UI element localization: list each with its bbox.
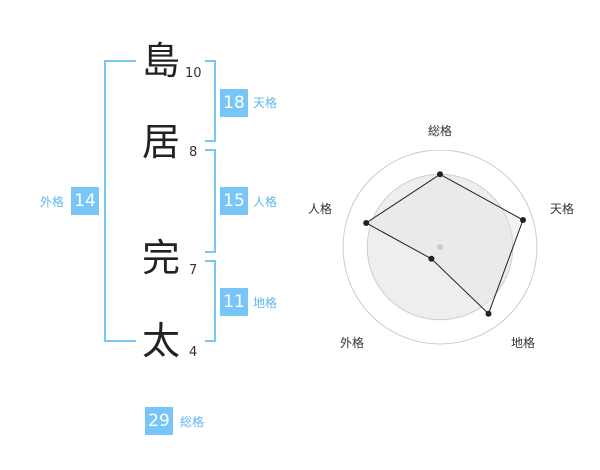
gaikaku-badge: 14 xyxy=(71,187,99,215)
soukaku-badge: 29 xyxy=(145,407,173,435)
radar-label-chikaku: 地格 xyxy=(511,336,536,350)
chikaku-bracket xyxy=(205,260,216,342)
gaikaku-bracket xyxy=(104,60,136,342)
stroke-count-2: 8 xyxy=(189,145,198,160)
radar-point-3 xyxy=(485,310,492,317)
stroke-count-1: 10 xyxy=(185,66,202,81)
radar-point-5 xyxy=(363,220,370,226)
jinkaku-label: 人格 xyxy=(253,195,278,209)
stroke-count-3: 7 xyxy=(189,263,198,278)
radar-center-dot xyxy=(437,244,443,250)
radar-label-gaikaku: 外格 xyxy=(340,336,365,350)
chikaku-label: 地格 xyxy=(253,296,278,310)
radar-grid-ring xyxy=(342,150,538,345)
radar-point-1 xyxy=(437,171,443,178)
name-char-3: 完 xyxy=(142,236,181,280)
stroke-count-4: 4 xyxy=(189,345,198,360)
radar-polygon xyxy=(365,173,524,315)
tenkaku-bracket xyxy=(205,60,216,142)
chikaku-badge: 11 xyxy=(220,288,248,316)
radar-label-jinkaku: 人格 xyxy=(308,202,333,216)
jinkaku-badge: 15 xyxy=(220,187,248,215)
radar-point-2 xyxy=(520,217,526,223)
jinkaku-bracket xyxy=(205,149,216,253)
name-char-4: 太 xyxy=(142,319,181,363)
tenkaku-badge: 18 xyxy=(220,89,248,117)
radar-label-tenkaku: 天格 xyxy=(550,202,575,216)
radar-chart xyxy=(342,150,538,345)
name-char-1: 島 xyxy=(142,39,181,83)
radar-label-soukaku: 総格 xyxy=(428,124,453,138)
radar-points xyxy=(363,171,526,317)
gaikaku-label: 外格 xyxy=(40,195,65,209)
radar-point-4 xyxy=(428,255,435,262)
soukaku-label: 総格 xyxy=(180,415,205,429)
tenkaku-label: 天格 xyxy=(253,96,278,110)
name-char-2: 居 xyxy=(142,120,181,164)
